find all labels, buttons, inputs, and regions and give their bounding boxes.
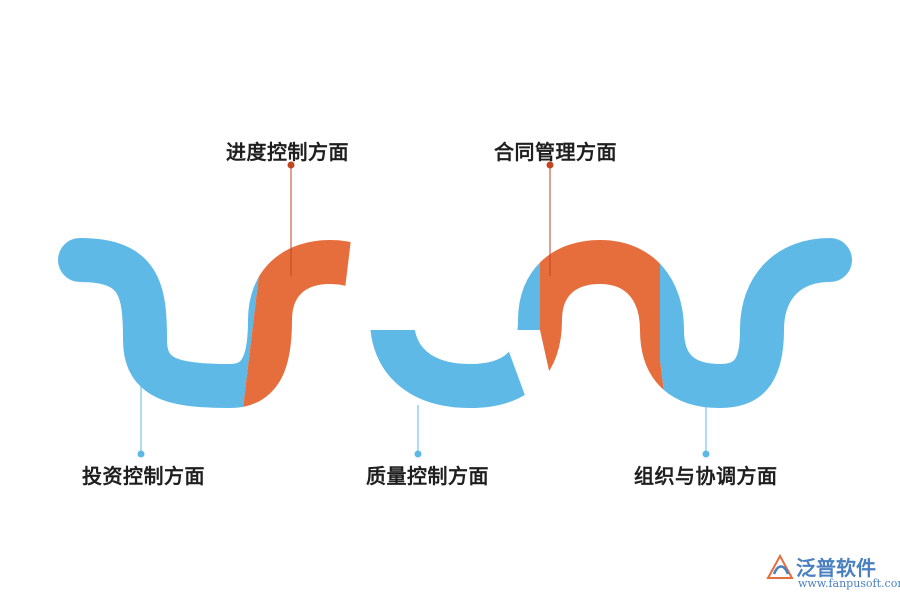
- fanpu-logo: 泛普软件 www.fanpusoft.com: [766, 550, 900, 596]
- wave-segment-blue-3: [660, 238, 852, 408]
- fanpu-logo-icon: [766, 554, 794, 579]
- label-schedule-control: 进度控制方面: [226, 140, 349, 164]
- logo-name: 泛普软件: [796, 556, 876, 580]
- connector-top-1-dot: [287, 161, 295, 169]
- connector-bottom-2-dot: [414, 450, 422, 458]
- connector-top-2-dot: [546, 161, 554, 169]
- label-quality-control: 质量控制方面: [366, 464, 489, 488]
- label-investment-control: 投资控制方面: [82, 464, 205, 488]
- connector-bottom-1-dot: [137, 450, 145, 458]
- logo-url: www.fanpusoft.com: [798, 577, 900, 590]
- connector-bottom-3-dot: [702, 450, 710, 458]
- label-organization-coordination: 组织与协调方面: [634, 464, 778, 488]
- label-contract-management: 合同管理方面: [494, 140, 617, 164]
- wave-segment-blue-1: [58, 238, 292, 408]
